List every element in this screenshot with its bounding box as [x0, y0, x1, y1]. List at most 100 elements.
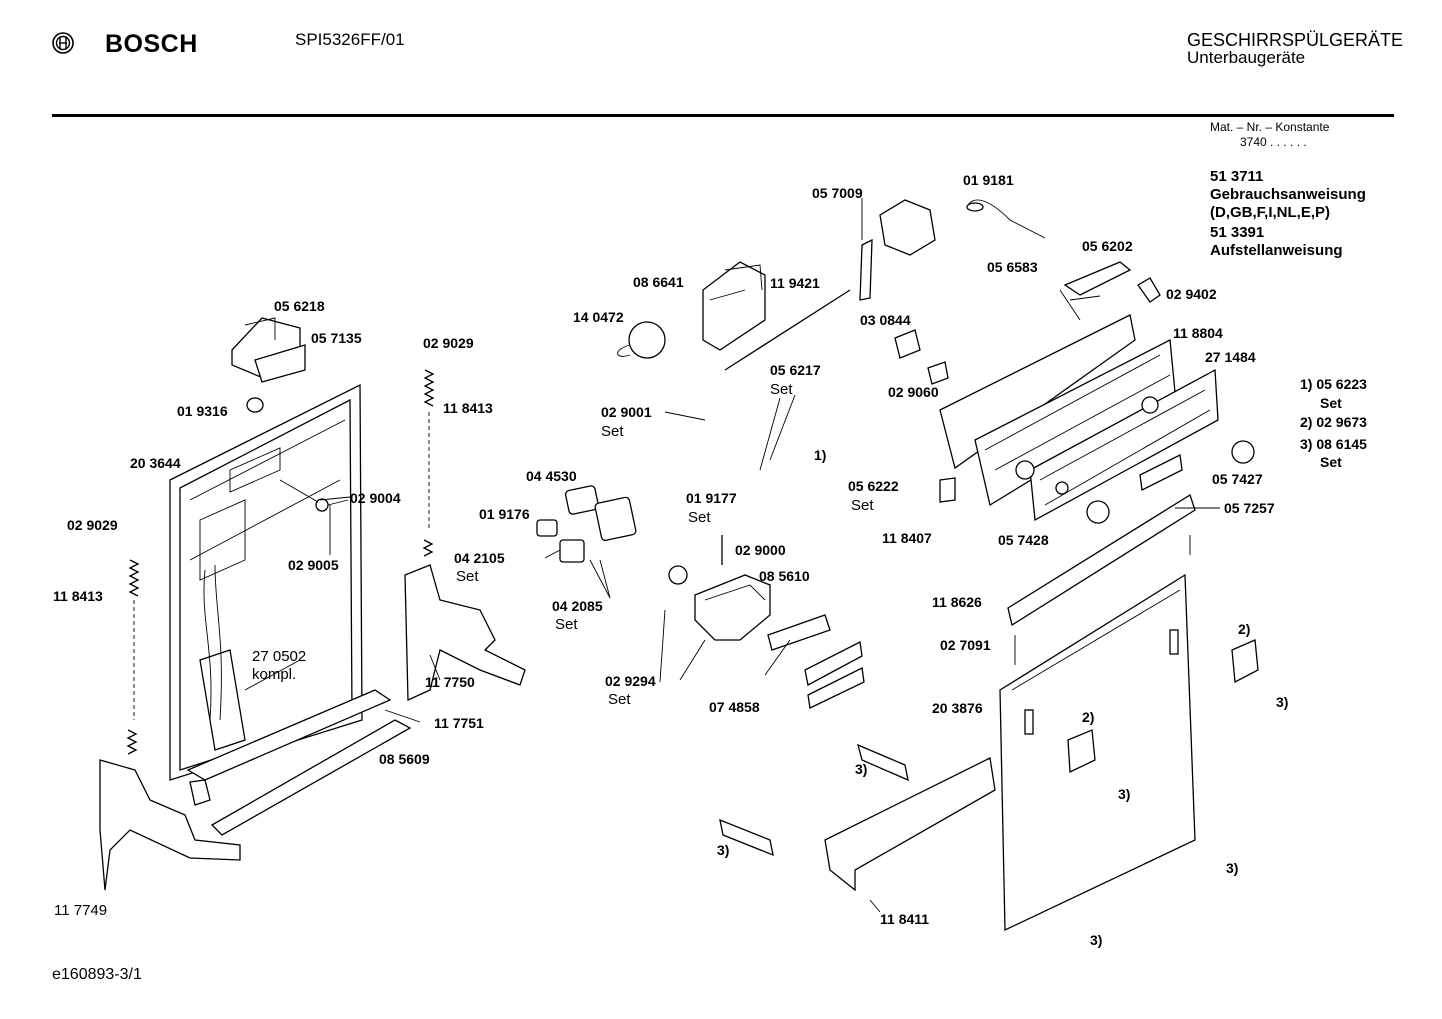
part-label: 11 7749 — [54, 902, 108, 919]
part-label: 3) — [1226, 860, 1239, 876]
leader-lines — [244, 198, 1220, 913]
dispenser-seal-part — [767, 614, 831, 651]
part-label: 04 2085 — [552, 598, 603, 614]
model-number: SPI5326FF/01 — [295, 30, 405, 49]
part-label: Set — [851, 497, 874, 514]
part-label: 11 8407 — [882, 530, 932, 546]
part-label: 11 7751 — [434, 715, 484, 731]
part-label: 05 6222 — [848, 478, 899, 494]
door-strip-part — [186, 689, 392, 781]
part-label: 2) — [1082, 709, 1095, 725]
footnote-item: 3) 08 6145 — [1300, 436, 1367, 452]
lock-cover-part — [254, 344, 306, 383]
hinge-bracket-part — [1067, 729, 1096, 774]
seal-part — [594, 496, 637, 542]
part-label: 01 9181 — [963, 172, 1014, 188]
part-label: 3) — [1090, 932, 1103, 948]
small-clip-part — [246, 397, 264, 413]
doc-title: Aufstellanweisung — [1210, 242, 1343, 259]
part-label: 02 9060 — [888, 384, 939, 400]
part-label: Set — [601, 423, 624, 440]
part-label: 20 3644 — [130, 455, 181, 471]
part-label: 05 7009 — [812, 185, 863, 201]
part-label: 27 0502 — [252, 648, 307, 665]
part-label: 02 9294 — [605, 673, 656, 689]
part-label: 01 9176 — [479, 506, 530, 522]
part-label: 3) — [1118, 786, 1131, 802]
latch-lever-part — [859, 238, 873, 301]
inner-door-frame — [169, 383, 363, 781]
part-label: 11 8626 — [932, 594, 982, 610]
base-panel-part — [824, 757, 996, 892]
category-title: GESCHIRRSPÜLGERÄTE — [1187, 30, 1404, 50]
part-label: Set — [555, 616, 578, 633]
part-label: 02 9000 — [735, 542, 786, 558]
timer-part — [702, 261, 766, 351]
part-label: 07 4858 — [709, 699, 760, 715]
door-hinge-part — [404, 564, 526, 701]
mounting-rail-part — [857, 743, 909, 782]
seal-part — [564, 485, 600, 515]
part-label: 27 1484 — [1205, 349, 1256, 365]
clip-part — [1137, 277, 1161, 303]
part-label: 08 6641 — [633, 274, 684, 290]
knob-part — [1231, 440, 1255, 464]
switch-part — [894, 329, 921, 359]
part-label: 11 8804 — [1173, 325, 1223, 341]
part-label: Set — [456, 568, 479, 585]
part-label: 11 8413 — [443, 400, 493, 416]
part-label: 05 6218 — [274, 298, 325, 314]
part-label: 02 7091 — [940, 637, 991, 653]
part-label: 01 9316 — [177, 403, 228, 419]
control-panel-assembly — [939, 314, 1219, 522]
part-label: 08 5609 — [379, 751, 430, 767]
part-label: 02 9029 — [423, 335, 474, 351]
part-label: kompl. — [252, 666, 297, 683]
part-label: 04 2105 — [454, 550, 505, 566]
brand-name: BOSCH — [105, 30, 198, 58]
part-label: 3) — [1276, 694, 1289, 710]
part-label: 2) — [1238, 621, 1251, 637]
mat-number-label: Mat. – Nr. – Konstante — [1210, 120, 1330, 134]
switch-part — [315, 498, 329, 512]
footnote-note: Set — [1320, 395, 1342, 411]
header-divider — [52, 114, 1394, 117]
spring-left — [126, 559, 140, 755]
seal-part — [536, 519, 558, 537]
doc-languages: (D,GB,F,I,NL,E,P) — [1210, 204, 1330, 221]
trim-strip-part — [1007, 494, 1196, 627]
part-label: 3) — [855, 761, 868, 777]
part-label: 3) — [717, 842, 730, 858]
rinse-aid-cap-part — [668, 565, 688, 585]
part-label: 05 7427 — [1212, 471, 1263, 487]
bracket-part — [939, 477, 956, 503]
part-label: 11 7750 — [425, 674, 475, 690]
seal-strip-part — [210, 719, 412, 836]
part-label: 20 3876 — [932, 700, 983, 716]
part-label: 02 9402 — [1166, 286, 1217, 302]
footnote-item: 2) 02 9673 — [1300, 414, 1367, 430]
drawing-reference: e160893-3/1 — [52, 966, 142, 983]
mounting-rail-part — [719, 818, 774, 857]
door-latch-part — [879, 199, 936, 256]
footnote-note: Set — [1320, 454, 1342, 470]
doc-title: Gebrauchsanweisung — [1210, 186, 1366, 203]
spring-right — [422, 369, 435, 557]
dispenser-cover-part — [804, 641, 863, 686]
part-label: 11 8413 — [53, 588, 103, 604]
sensor-part — [966, 202, 984, 212]
lamp-part — [1063, 261, 1132, 296]
part-label: Set — [608, 691, 631, 708]
part-label: 05 6217 — [770, 362, 821, 378]
seal-part — [559, 539, 585, 563]
knob-part — [1086, 500, 1110, 524]
part-label: 02 9029 — [67, 517, 118, 533]
part-label: 05 7257 — [1224, 500, 1275, 516]
footnote-item: 1) 05 6223 — [1300, 376, 1367, 392]
door-hinge-part — [99, 759, 241, 891]
part-label: 02 9001 — [601, 404, 652, 420]
part-label: 04 4530 — [526, 468, 577, 484]
doc-part-number: 51 3391 — [1210, 224, 1265, 241]
knob-part — [628, 321, 666, 359]
